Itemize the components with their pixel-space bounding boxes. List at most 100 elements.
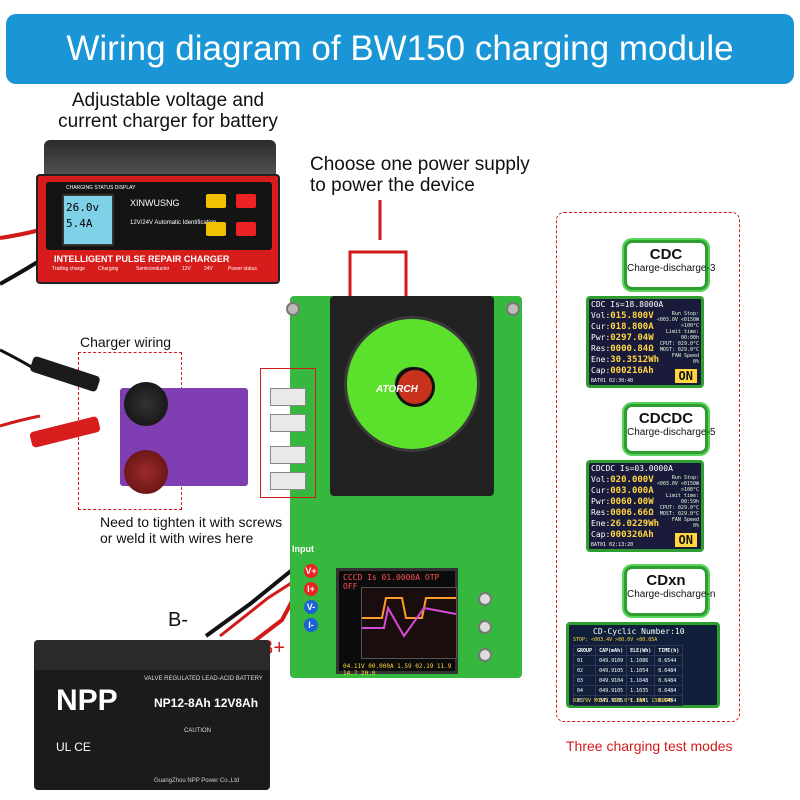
- charger-brand: XINWUSNG: [130, 198, 180, 208]
- battery-caution: CAUTION: [184, 728, 211, 734]
- board-screw-2: [506, 302, 520, 316]
- mode-row-cap: Cap:000216Ah: [591, 366, 654, 376]
- charger-lcd-current: 5.4A: [66, 217, 93, 230]
- mode-on-indicator: ON: [674, 533, 697, 547]
- mode-code: CDCDC: [638, 410, 694, 427]
- mode-side-2: >100°C: [680, 323, 699, 329]
- mode-row-cur: Cur:018.800A: [591, 322, 654, 332]
- battery-charger: CHARGING STATUS DISPLAY 26.0v 5.4A XINWU…: [36, 140, 280, 284]
- cdx-foot: 03.79V MOST: 029.0°C FAN: 1380RPM: [573, 698, 673, 704]
- cooling-fan-frame: ATORCH: [330, 296, 494, 496]
- mode-screen-cdc: CDC Is=18.8000A Vol:015.800V Cur:018.800…: [586, 296, 704, 388]
- charger-switch-3: [206, 222, 226, 236]
- mode-row-res: Res:0006.66Ω: [591, 508, 654, 518]
- mode-on-indicator: ON: [674, 369, 697, 383]
- mode-screen-cdxn: CD-Cyclic Number:10 STOP: <003.4V >80.0V…: [566, 622, 720, 708]
- mode-screen-cdcdc: CDCDC Is=03.0000A Vol:020.000V Cur:003.0…: [586, 460, 704, 552]
- charger-panel: CHARGING STATUS DISPLAY 26.0v 5.4A XINWU…: [46, 182, 272, 250]
- mode-row-res: Res:0000.84Ω: [591, 344, 654, 354]
- mode-side-6: MOST: 029.0°C: [659, 347, 699, 353]
- charger-switch-2: [236, 194, 256, 208]
- port-v-plus: V+: [304, 564, 318, 578]
- mode-side-0: Run Stop:: [671, 475, 699, 481]
- npp-battery: VALVE REGULATED LEAD-ACID BATTERY NPP NP…: [34, 640, 270, 790]
- mode-row-ene: Ene:30.3512Wh: [591, 355, 660, 365]
- mode-row-pwr: Pwr:0060.00W: [591, 497, 654, 507]
- positive-terminal-knob: [124, 450, 168, 494]
- cdx-col: GROUP: [572, 645, 597, 656]
- cooling-fan: [344, 316, 480, 452]
- modes-caption: Three charging test modes: [566, 738, 733, 754]
- charger-display-label: CHARGING STATUS DISPLAY: [66, 185, 136, 191]
- mode-screen-foot: BAT01 02:30:40: [591, 378, 634, 384]
- button-3: [478, 648, 492, 662]
- battery-brand: NPP: [56, 684, 118, 717]
- mode-row-vol: Vol:020.000V: [591, 475, 654, 485]
- fan-logo: ATORCH: [376, 384, 418, 395]
- mode-row-cap: Cap:000326Ah: [591, 530, 654, 540]
- cdx-table-header: GROUP CAP(mAh) ELE(Wh) TIME(h): [572, 645, 684, 656]
- charger-caption: Adjustable voltage and current charger f…: [50, 90, 286, 132]
- mode-side-8: 0%: [692, 359, 699, 365]
- input-label: Input: [292, 544, 314, 554]
- battery-cert: UL CE: [56, 740, 91, 754]
- mode-side-7: FAN Speed: [671, 517, 699, 523]
- battery-model: NP12-8Ah 12V8Ah: [154, 696, 259, 710]
- mode-row-cur: Cur:003.000A: [591, 486, 654, 496]
- mode-row-ene: Ene:26.0229Wh: [591, 519, 660, 529]
- mode-row-vol: Vol:015.800V: [591, 311, 654, 321]
- mode-side-0: Run Stop:: [671, 311, 699, 317]
- board-screw-1: [286, 302, 300, 316]
- page-title: Wiring diagram of BW150 charging module: [66, 29, 734, 68]
- battery-vrla: VALVE REGULATED LEAD-ACID BATTERY: [144, 676, 263, 682]
- cdx-col: ELE(Wh): [626, 645, 656, 656]
- button-2: [478, 620, 492, 634]
- mode-side-7: FAN Speed: [671, 353, 699, 359]
- module-lcd-footer: 04.11V 00.000A 1.59 02.19 11.9 14.7 20.0: [343, 663, 452, 677]
- charger-lcd: 26.0v 5.4A: [62, 194, 114, 246]
- charger-foot-3: Semiconductor: [136, 266, 170, 272]
- negative-terminal-knob: [124, 382, 168, 426]
- title-banner: Wiring diagram of BW150 charging module: [6, 14, 794, 84]
- mode-badge-cdc: CDC Charge-discharge-3: [624, 240, 715, 290]
- charging-modes-box: [556, 212, 740, 722]
- mode-side-3: Limit time:: [665, 329, 699, 335]
- mode-sub: Charge-discharge-5: [627, 427, 716, 438]
- battery-maker: GuangZhou NPP Power Co.,Ltd: [154, 778, 240, 784]
- screw-note: Need to tighten it with screws or weld i…: [100, 514, 282, 546]
- charger-foot-4: 12V: [182, 266, 191, 272]
- battery-lid: [34, 640, 270, 674]
- charger-switch-1: [206, 194, 226, 208]
- cdx-col: CAP(mAh): [595, 645, 628, 656]
- port-i-plus: I+: [304, 582, 318, 596]
- button-1: [478, 592, 492, 606]
- mode-side-5: CPUT: 029.0°C: [659, 341, 699, 347]
- screw-terminal-2: [270, 414, 306, 432]
- module-lcd-header: CCCD Is 01.0000A OTP OFF: [343, 573, 440, 591]
- bw150-module: ATORCH Input V+ I+ V- I- CCCD Is 01.0000…: [270, 296, 522, 678]
- mode-side-1: <003.0V <0150W: [656, 481, 699, 487]
- charger-cable-red: [0, 228, 41, 240]
- battery-body: [34, 670, 270, 790]
- charger-desc: 12V/24V Automatic Identification: [130, 220, 217, 226]
- charger-wiring-label: Charger wiring: [80, 334, 172, 350]
- screw-terminal-4: [270, 472, 306, 490]
- mode-screen-header: CDCDC Is=03.0000A: [591, 464, 673, 473]
- battery-cable-negative: [204, 568, 294, 638]
- charger-foot-2: Charging: [98, 266, 119, 272]
- mode-row-pwr: Pwr:0297.04W: [591, 333, 654, 343]
- power-caption-line-2: to power the device: [310, 175, 475, 196]
- mode-side-6: MOST: 029.0°C: [659, 511, 699, 517]
- mode-side-5: CPUT: 029.0°C: [659, 505, 699, 511]
- mode-side-8: 0%: [692, 523, 699, 529]
- cdx-sub: STOP: <003.4V >80.0V <00.05A: [573, 637, 658, 643]
- screw-note-line-1: Need to tighten it with screws: [100, 514, 283, 530]
- mode-side-4: 00:00h: [680, 335, 699, 341]
- cdx-header: CD-Cyclic Number:10: [593, 627, 685, 636]
- charger-foot-6: Power status: [228, 266, 257, 272]
- module-lcd-curve: [362, 597, 457, 638]
